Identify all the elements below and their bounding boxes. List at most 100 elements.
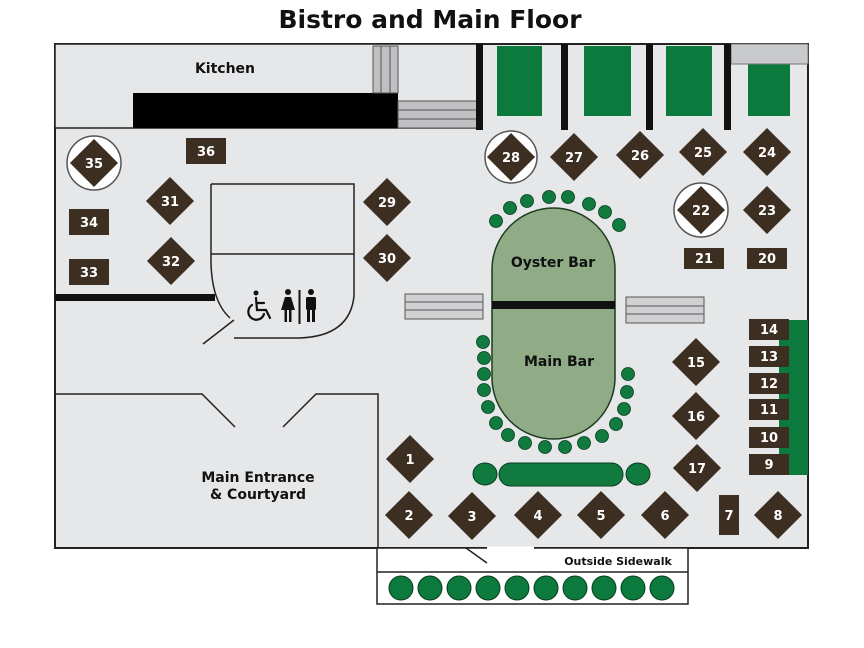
table-25[interactable]: 25 [678, 127, 728, 177]
kitchen-horizontal-rack [397, 100, 479, 129]
entrance-label-line2: & Courtyard [210, 487, 306, 503]
svg-text:21: 21 [695, 252, 713, 267]
booth-divider-3 [724, 44, 731, 130]
table-35[interactable]: 35 [66, 135, 122, 191]
table-9[interactable]: 9 [749, 454, 789, 475]
svg-text:23: 23 [758, 204, 776, 219]
woman-icon [281, 289, 295, 322]
table-33[interactable]: 33 [69, 259, 109, 285]
table-5[interactable]: 5 [576, 490, 626, 540]
main-bar-label: Main Bar [524, 354, 594, 370]
table-3[interactable]: 3 [447, 491, 497, 541]
page-title: Bistro and Main Floor [278, 5, 582, 34]
bar-stools [476, 190, 635, 454]
svg-text:31: 31 [161, 195, 179, 210]
table-2[interactable]: 2 [384, 490, 434, 540]
table-15[interactable]: 15 [671, 337, 721, 387]
sidewalk-label: Outside Sidewalk [564, 555, 672, 568]
table-31[interactable]: 31 [145, 176, 195, 226]
table-10[interactable]: 10 [749, 427, 789, 448]
svg-text:17: 17 [688, 462, 706, 477]
svg-text:10: 10 [760, 431, 778, 446]
bar-divider [492, 301, 615, 309]
kitchen-label: Kitchen [195, 61, 255, 77]
restroom-divider [298, 290, 301, 324]
wheelchair-icon [247, 290, 272, 321]
table-28[interactable]: 28 [484, 130, 538, 184]
svg-text:27: 27 [565, 151, 583, 166]
lounge-seat-right [625, 462, 651, 486]
bench-left [404, 293, 484, 320]
right-booth-strip [779, 320, 808, 475]
table-17[interactable]: 17 [672, 443, 722, 493]
booth-top-4 [748, 64, 790, 116]
table-29[interactable]: 29 [362, 177, 412, 227]
lounge-sofa [498, 462, 624, 487]
svg-text:24: 24 [758, 146, 776, 161]
booth-top-2 [584, 46, 631, 116]
table-14[interactable]: 14 [749, 319, 789, 340]
svg-text:16: 16 [687, 410, 705, 425]
svg-text:29: 29 [378, 196, 396, 211]
booth-divider-1 [561, 44, 568, 130]
table-16[interactable]: 16 [671, 391, 721, 441]
table-13[interactable]: 13 [749, 346, 789, 367]
table-22[interactable]: 22 [673, 182, 729, 238]
svg-text:14: 14 [760, 323, 778, 338]
table-23[interactable]: 23 [742, 185, 792, 235]
kitchen-wall-post [476, 44, 483, 130]
svg-text:6: 6 [660, 509, 669, 524]
svg-text:34: 34 [80, 216, 98, 231]
svg-text:8: 8 [773, 509, 782, 524]
restroom-block [202, 183, 355, 345]
booth-top-3 [666, 46, 712, 116]
table-24[interactable]: 24 [742, 127, 792, 177]
svg-text:33: 33 [80, 266, 98, 281]
svg-text:30: 30 [378, 252, 396, 267]
oyster-bar-label: Oyster Bar [511, 255, 595, 271]
entrance-label-line1: Main Entrance [201, 470, 314, 486]
svg-text:20: 20 [758, 252, 776, 267]
left-partition-wall [55, 294, 215, 301]
svg-text:15: 15 [687, 356, 705, 371]
table-7[interactable]: 7 [719, 495, 739, 535]
table-32[interactable]: 32 [146, 236, 196, 286]
sidewalk-door [465, 547, 488, 564]
svg-text:9: 9 [764, 458, 773, 473]
svg-text:2: 2 [404, 509, 413, 524]
sidewalk-planters [388, 575, 675, 601]
main-entrance-area [55, 393, 379, 548]
table-8[interactable]: 8 [753, 490, 803, 540]
bench-right [625, 296, 705, 324]
svg-text:35: 35 [85, 157, 103, 172]
table-27[interactable]: 27 [549, 132, 599, 182]
svg-text:28: 28 [502, 151, 520, 166]
kitchen-vertical-rack [372, 45, 399, 94]
table-21[interactable]: 21 [684, 248, 724, 269]
svg-text:25: 25 [694, 146, 712, 161]
svg-text:12: 12 [760, 377, 778, 392]
table-6[interactable]: 6 [640, 490, 690, 540]
kitchen-counter [133, 93, 398, 128]
table-30[interactable]: 30 [362, 233, 412, 283]
svg-text:22: 22 [692, 204, 710, 219]
table-34[interactable]: 34 [69, 209, 109, 235]
booth-divider-2 [646, 44, 653, 130]
svg-text:26: 26 [631, 149, 649, 164]
svg-text:7: 7 [724, 509, 733, 524]
svg-text:5: 5 [596, 509, 605, 524]
svg-text:1: 1 [405, 453, 414, 468]
table-20[interactable]: 20 [747, 248, 787, 269]
svg-text:4: 4 [533, 509, 542, 524]
table-1[interactable]: 1 [385, 434, 435, 484]
lounge-seat-left [472, 462, 498, 486]
table-11[interactable]: 11 [749, 399, 789, 420]
svg-text:11: 11 [760, 403, 778, 418]
table-12[interactable]: 12 [749, 373, 789, 394]
svg-text:32: 32 [162, 255, 180, 270]
man-icon [306, 289, 316, 322]
table-4[interactable]: 4 [513, 490, 563, 540]
table-26[interactable]: 26 [615, 130, 665, 180]
table-36[interactable]: 36 [186, 138, 226, 164]
